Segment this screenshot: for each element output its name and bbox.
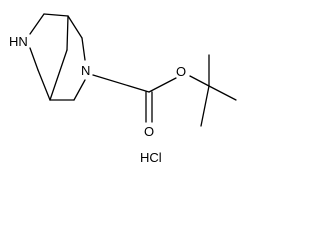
bond-lines (29, 13, 237, 127)
atom-label-n: N (81, 63, 90, 78)
bond-nh-c1 (29, 13, 45, 35)
bond-o-ester-quaternary-carbon (189, 75, 210, 87)
bond-c2-bridgehead-bottom (37, 69, 51, 101)
bond-bridge-bottom (49, 49, 68, 101)
atom-label-nh: HN (9, 34, 28, 49)
bond-bridgehead-top-c3 (67, 15, 83, 39)
atom-labels: HN N O O HCl (9, 34, 186, 165)
bond-n-c4 (73, 79, 86, 101)
bond-nh-c2 (29, 47, 39, 71)
salt-label-hcl: HCl (140, 150, 162, 165)
bond-c3-n (81, 37, 86, 61)
bond-c1-bridgehead-top (43, 13, 69, 17)
bond-bridge-top (66, 15, 69, 51)
bond-n-carbonyl-carbon (92, 74, 150, 93)
bond-quaternary-carbon-methyl-down (200, 85, 210, 127)
atom-label-o-ester: O (176, 64, 186, 79)
atom-label-o-carbonyl: O (144, 124, 154, 139)
molecular-structure: HN N O O HCl (9, 13, 237, 165)
bond-carbonyl-carbon-o-ester (148, 77, 177, 93)
bond-quaternary-carbon-methyl-right (208, 85, 237, 101)
